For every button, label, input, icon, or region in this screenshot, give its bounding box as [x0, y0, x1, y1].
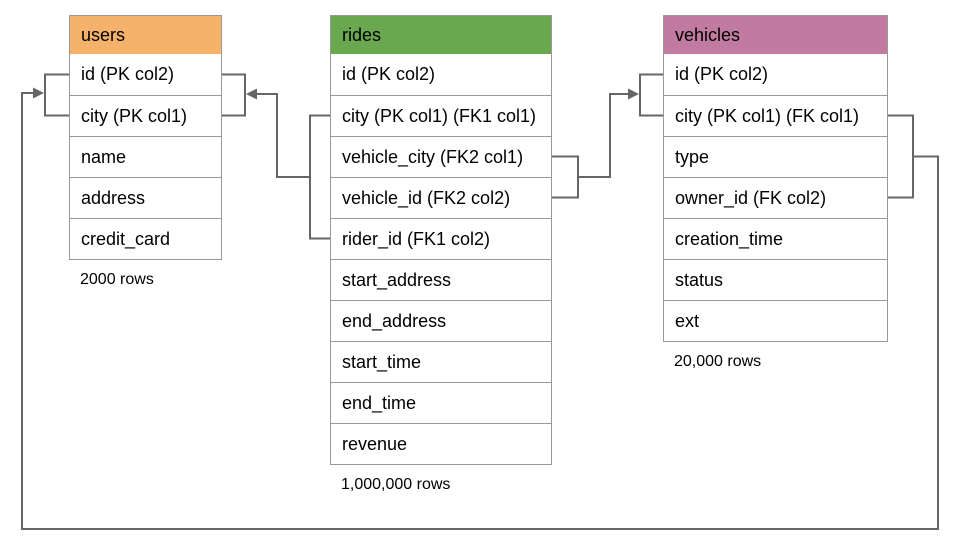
table-row[interactable]: id (PK col2): [664, 54, 887, 95]
users-pk-bracket-left: [44, 73, 69, 117]
table-vehicles[interactable]: vehicles id (PK col2) city (PK col1) (FK…: [663, 15, 888, 371]
table-row[interactable]: vehicle_city (FK2 col1): [331, 136, 551, 177]
table-row[interactable]: status: [664, 259, 887, 300]
table-row[interactable]: city (PK col1) (FK1 col1): [331, 95, 551, 136]
column-label: id (PK col2): [81, 64, 175, 84]
column-label: status: [675, 269, 724, 290]
column-label: name: [81, 146, 127, 167]
table-rides-header[interactable]: rides: [331, 16, 551, 54]
table-row[interactable]: start_address: [331, 259, 551, 300]
table-row[interactable]: revenue: [331, 423, 551, 464]
table-row[interactable]: address: [70, 177, 221, 218]
table-row[interactable]: start_time: [331, 341, 551, 382]
row-count-label: 20,000 rows: [674, 353, 762, 370]
column-label: city (PK col1) (FK col1): [675, 105, 860, 126]
table-rides[interactable]: rides id (PK col2) city (PK col1) (FK1 c…: [330, 15, 552, 494]
column-label: id (PK col2): [342, 64, 436, 84]
table-row[interactable]: end_time: [331, 382, 551, 423]
column-label: credit_card: [81, 228, 171, 249]
table-users[interactable]: users id (PK col2) city (PK col1) name a…: [69, 15, 222, 289]
users-pk-bracket-right: [222, 73, 246, 117]
column-label: vehicle_city (FK2 col1): [342, 146, 524, 167]
column-label: end_address: [342, 310, 447, 331]
rides-users-link-line: [257, 93, 310, 178]
arrowhead-into-vehicles-left: [628, 88, 639, 100]
table-row[interactable]: name: [70, 136, 221, 177]
column-label: rider_id (FK1 col2): [342, 228, 491, 249]
table-row[interactable]: end_address: [331, 300, 551, 341]
table-row[interactable]: city (PK col1) (FK col1): [664, 95, 887, 136]
column-label: owner_id (FK col2): [675, 187, 827, 208]
column-label: start_address: [342, 269, 452, 290]
table-rides-box: rides id (PK col2) city (PK col1) (FK1 c…: [330, 15, 552, 465]
vehicles-users-link-line: [21, 92, 939, 530]
table-row[interactable]: id (PK col2): [331, 54, 551, 95]
column-label: end_time: [342, 392, 417, 413]
vehicles-pk-bracket-left: [639, 73, 663, 117]
arrowhead-into-users-left: [33, 87, 44, 99]
relationship-rides-users[interactable]: [222, 73, 330, 240]
column-label: vehicle_id (FK2 col2): [342, 187, 511, 208]
table-row[interactable]: rider_id (FK1 col2): [331, 218, 551, 259]
rides-vehicles-link-line: [578, 93, 628, 178]
column-label: ext: [675, 310, 700, 331]
table-users-header[interactable]: users: [70, 16, 221, 54]
table-row[interactable]: ext: [664, 300, 887, 341]
column-label: start_time: [342, 351, 422, 372]
table-row[interactable]: vehicle_id (FK2 col2): [331, 177, 551, 218]
table-row[interactable]: owner_id (FK col2): [664, 177, 887, 218]
table-vehicles-header[interactable]: vehicles: [664, 16, 887, 54]
column-label: revenue: [342, 433, 408, 454]
column-label: city (PK col1) (FK1 col1): [342, 105, 537, 126]
row-count-label: 2000 rows: [80, 271, 154, 288]
table-users-title: users: [81, 24, 126, 45]
vehicles-fk-bracket: [888, 114, 914, 199]
row-count-label: 1,000,000 rows: [341, 476, 451, 493]
arrowhead-into-users-right: [246, 88, 257, 100]
relationship-rides-vehicles[interactable]: [552, 73, 663, 199]
column-label: type: [675, 146, 710, 167]
table-users-box: users id (PK col2) city (PK col1) name a…: [69, 15, 222, 260]
column-label: id (PK col2): [675, 64, 769, 84]
table-row[interactable]: creation_time: [664, 218, 887, 259]
column-label: creation_time: [675, 228, 784, 249]
rides-fk1-bracket: [309, 114, 330, 240]
table-vehicles-box: vehicles id (PK col2) city (PK col1) (FK…: [663, 15, 888, 342]
column-label: address: [81, 187, 146, 208]
table-vehicles-title: vehicles: [675, 24, 741, 45]
rides-fk2-bracket: [552, 155, 579, 199]
table-rides-title: rides: [342, 24, 382, 45]
table-row[interactable]: credit_card: [70, 218, 221, 259]
column-label: city (PK col1): [81, 105, 188, 126]
table-row[interactable]: id (PK col2): [70, 54, 221, 95]
table-row[interactable]: city (PK col1): [70, 95, 221, 136]
relationship-vehicles-users[interactable]: [21, 73, 939, 530]
table-row[interactable]: type: [664, 136, 887, 177]
